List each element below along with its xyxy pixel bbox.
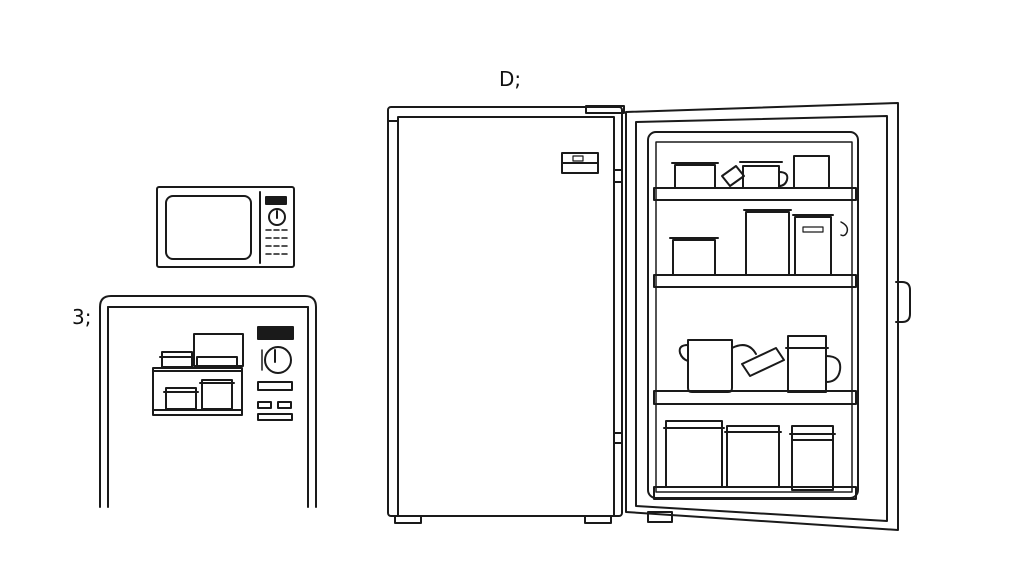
microwave-icon [156,186,295,268]
mini-fridge-icon [99,295,317,508]
refrigerator-icon [387,102,911,531]
label-d: D; [499,67,522,91]
label-3: 3; [72,305,92,329]
